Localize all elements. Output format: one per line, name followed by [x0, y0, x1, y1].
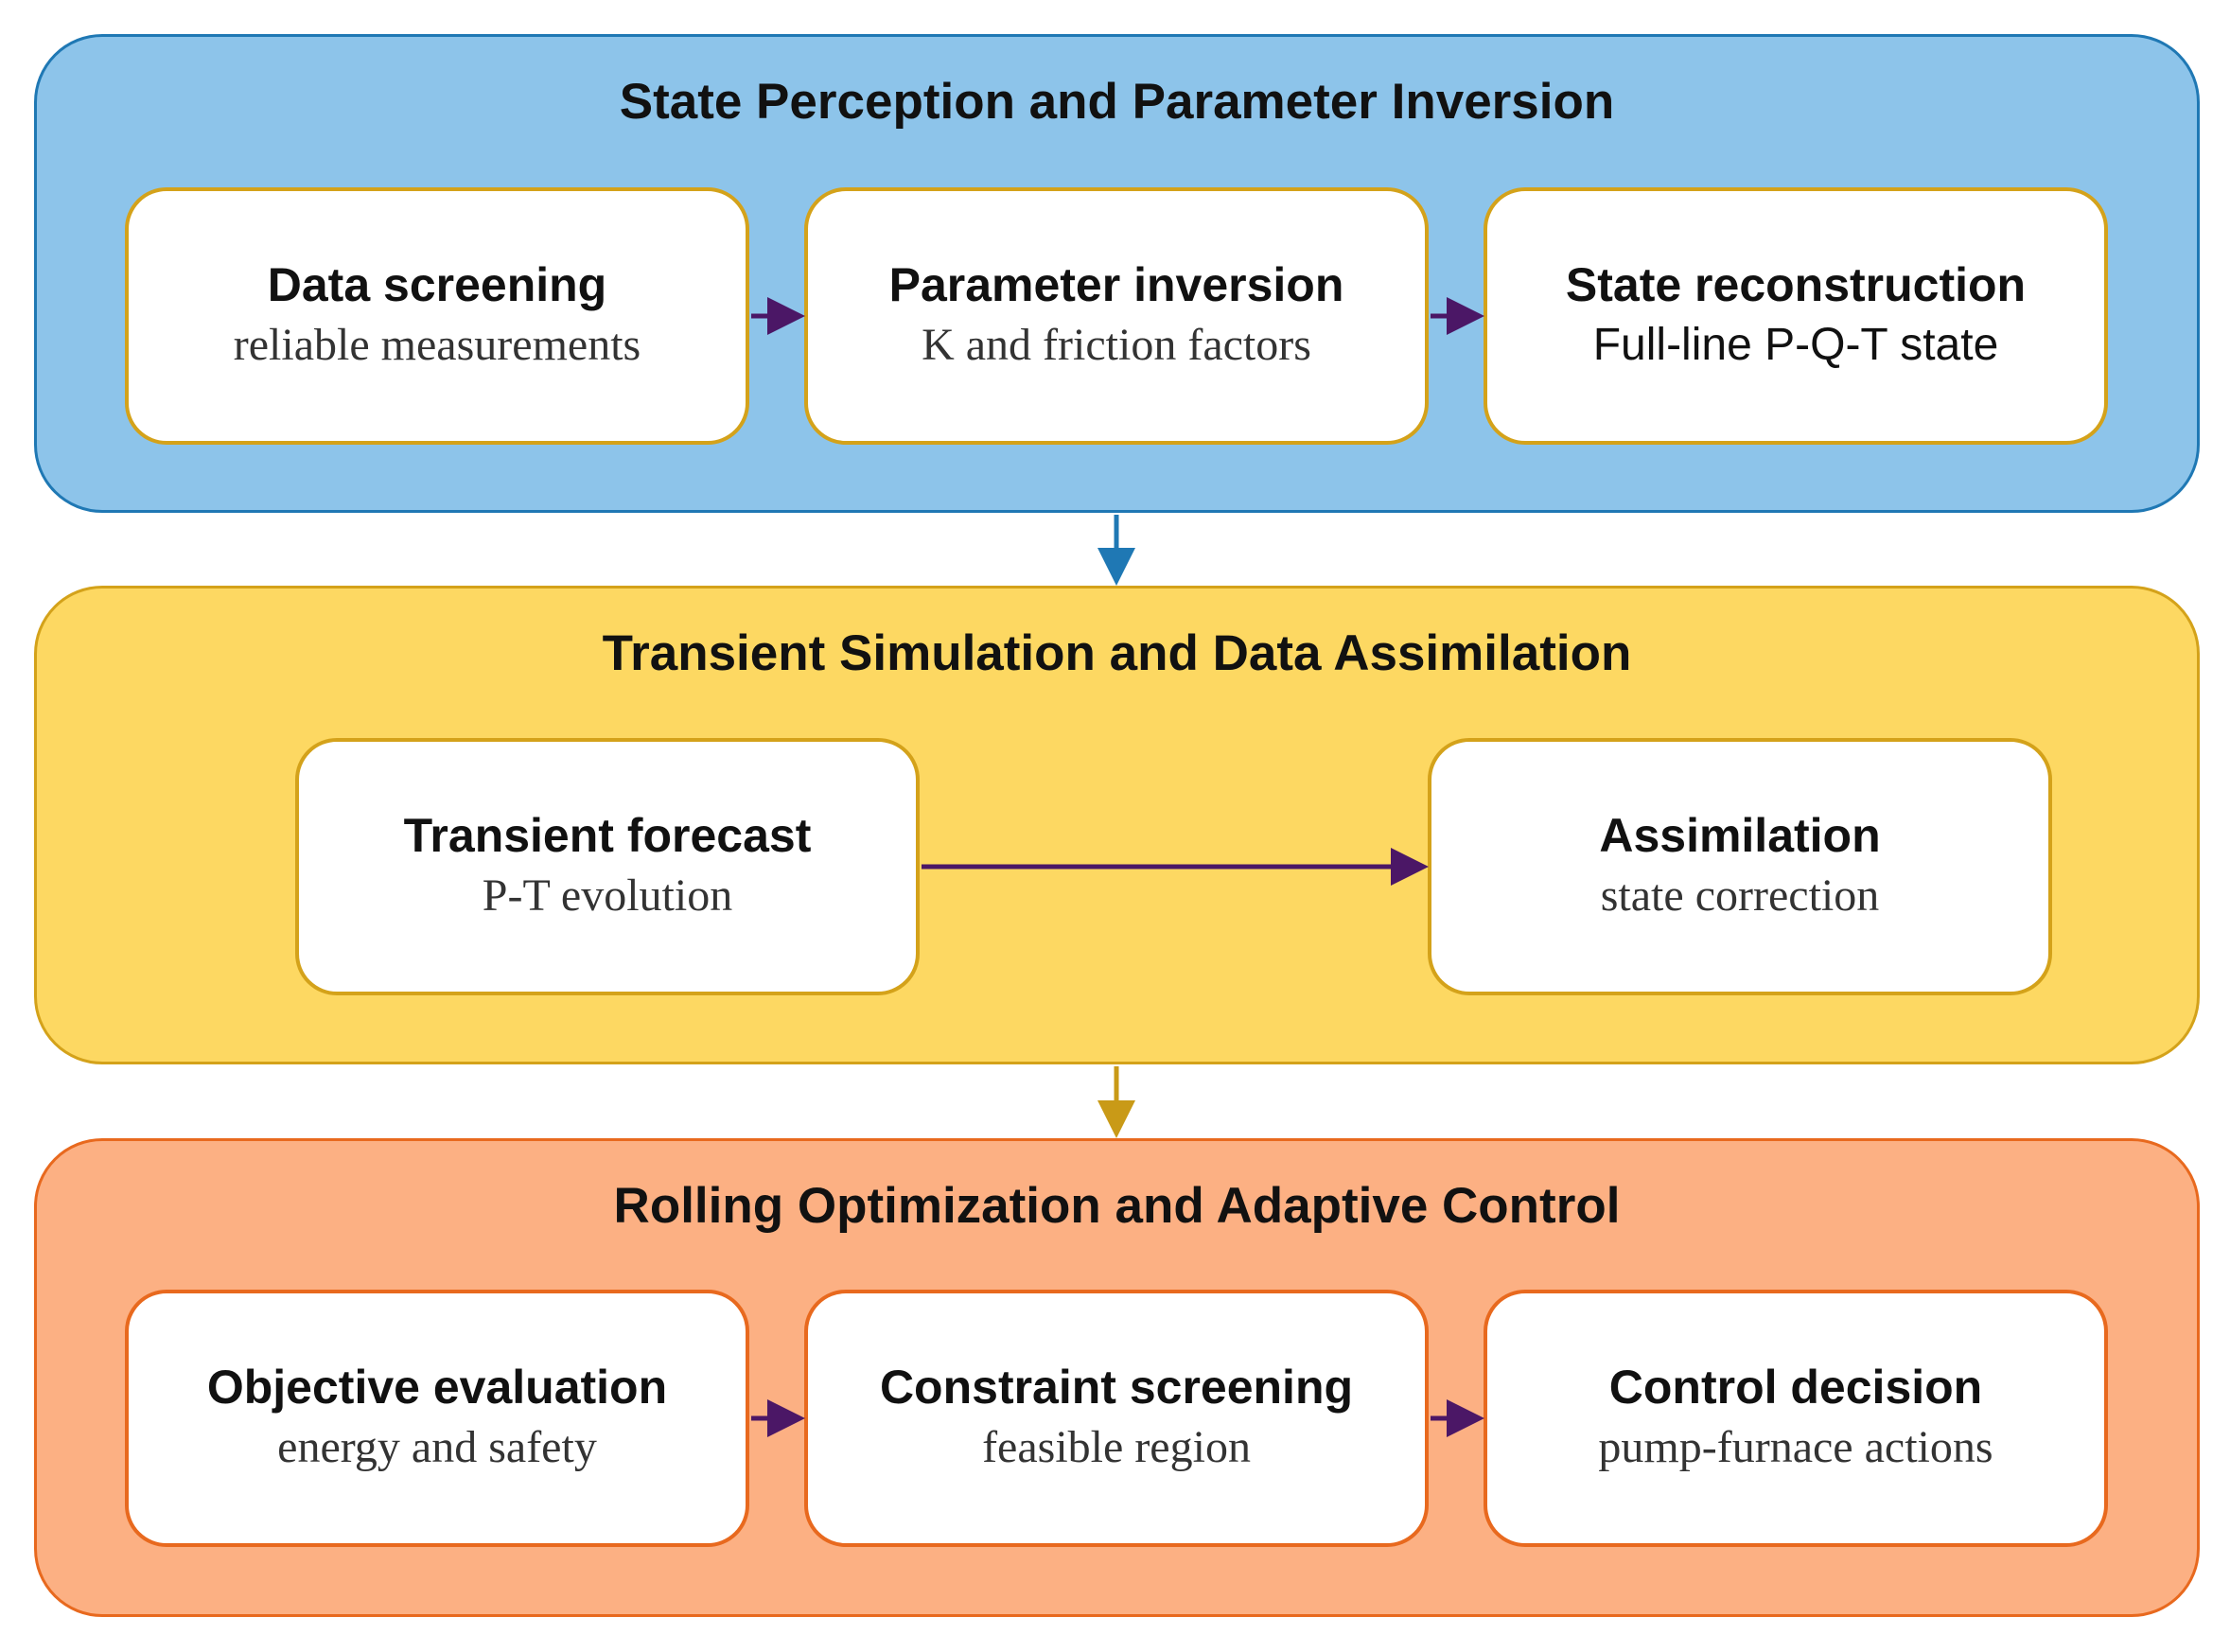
node-title: Control decision: [1608, 1361, 1983, 1415]
node-subtitle: feasible region: [982, 1421, 1251, 1472]
node-subtitle: state correction: [1600, 870, 1880, 921]
node-subtitle: reliable measurements: [233, 319, 641, 370]
node-title: Data screening: [267, 258, 607, 312]
node-state-reconstruction: State reconstruction Full-line P-Q-T sta…: [1484, 187, 2108, 445]
node-parameter-inversion: Parameter inversion K and friction facto…: [804, 187, 1429, 445]
panel-title: Rolling Optimization and Adaptive Contro…: [613, 1178, 1621, 1234]
node-objective-evaluation: Objective evaluation energy and safety: [125, 1290, 749, 1547]
node-subtitle: energy and safety: [277, 1421, 597, 1472]
node-title: Constraint screening: [879, 1361, 1354, 1415]
node-subtitle: P-T evolution: [482, 870, 733, 921]
node-control-decision: Control decision pump-furnace actions: [1484, 1290, 2108, 1547]
node-title: Parameter inversion: [888, 258, 1344, 312]
node-title: Assimilation: [1599, 809, 1881, 863]
node-subtitle: Full-line P-Q-T state: [1592, 319, 1999, 370]
node-title: Objective evaluation: [206, 1361, 668, 1415]
panel-title: State Perception and Parameter Inversion: [619, 74, 1615, 130]
node-subtitle: pump-furnace actions: [1598, 1421, 1993, 1472]
node-constraint-screening: Constraint screening feasible region: [804, 1290, 1429, 1547]
node-data-screening: Data screening reliable measurements: [125, 187, 749, 445]
node-title: State reconstruction: [1565, 258, 2027, 312]
node-subtitle: K and friction factors: [922, 319, 1311, 370]
panel-title: Transient Simulation and Data Assimilati…: [602, 625, 1632, 681]
node-title: Transient forecast: [403, 809, 812, 863]
node-transient-forecast: Transient forecast P-T evolution: [295, 738, 920, 995]
node-assimilation: Assimilation state correction: [1428, 738, 2052, 995]
